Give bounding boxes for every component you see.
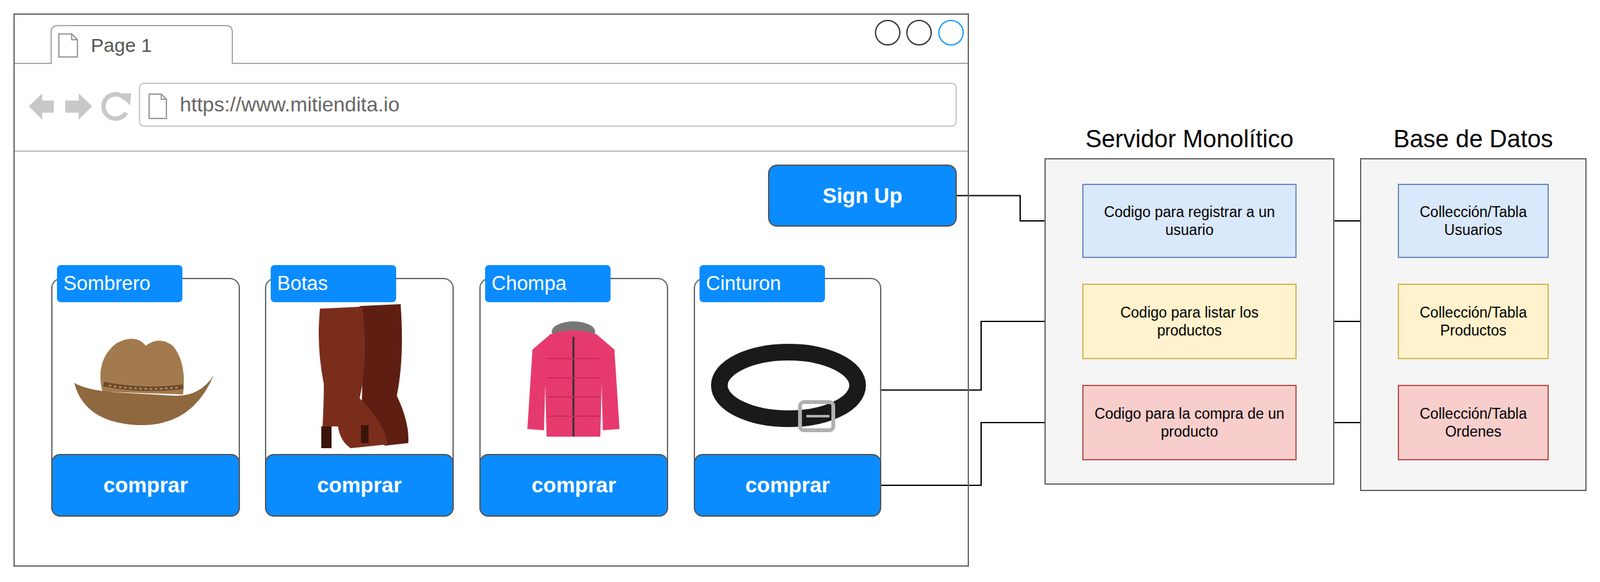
box-text: Codigo para la compra de un producto (1093, 404, 1286, 441)
belt-illustration (719, 352, 858, 431)
code-box: Codigo para la compra de un producto (1082, 384, 1297, 461)
heading-text: Chompa (485, 264, 611, 303)
buy-button: comprar (693, 453, 882, 517)
box-text: comprar (531, 472, 616, 498)
buy-button: comprar (479, 453, 669, 517)
address-bar: https://www.mitiendita.io (138, 82, 957, 127)
database-group: Base de DatosCollección/Tabla UsuariosCo… (1360, 158, 1587, 491)
box-text: Collección/Tabla Ordenes (1409, 404, 1538, 441)
toolbar-line (13, 150, 969, 152)
window-button (938, 20, 964, 45)
page-icon (58, 33, 78, 57)
product-card: Botascomprar (264, 277, 454, 517)
heading-text: Sombrero (56, 264, 183, 303)
heading-text: Cinturon (699, 264, 825, 303)
window-button (875, 20, 900, 45)
tab-outline (13, 25, 969, 64)
code-box: Codigo para listar los productos (1082, 283, 1297, 360)
boots-illustration (318, 304, 409, 448)
server-group: Servidor MonolíticoCodigo para registrar… (1044, 158, 1335, 485)
table-box: Collección/Tabla Productos (1397, 283, 1549, 360)
box-text: comprar (103, 472, 188, 498)
signup-button: Sign Up (768, 164, 957, 227)
back-arrow (28, 93, 54, 120)
product-card: Chompacomprar (479, 277, 669, 517)
table-box: Collección/Tabla Ordenes (1397, 384, 1549, 461)
heading-text: Base de Datos (1335, 124, 1600, 154)
browser-window: Page 1 https://www.mitiendita.ioSign Up So… (13, 13, 969, 567)
buy-button: comprar (264, 453, 454, 517)
box-text: Codigo para registrar a un usuario (1093, 202, 1286, 239)
box-text: Collección/Tabla Productos (1409, 303, 1538, 340)
window-button (906, 20, 932, 45)
page-icon (149, 94, 167, 119)
jacket-illustration (527, 321, 620, 437)
code-box: Codigo para registrar a un usuario (1082, 183, 1297, 258)
forward-arrow (65, 93, 93, 120)
refresh-icon (103, 94, 127, 119)
box-text: https://www.mitiendita.io (179, 92, 400, 117)
box-text: comprar (316, 472, 402, 498)
box-text: Codigo para listar los productos (1093, 303, 1286, 340)
product-card: Sombrerocomprar (51, 277, 240, 517)
refresh-icon (119, 93, 132, 106)
hat-illustration (74, 338, 214, 425)
box-text: comprar (744, 472, 830, 498)
box-text: Collección/Tabla Usuarios (1409, 202, 1538, 239)
box-text: Sign Up (822, 183, 903, 208)
table-box: Collección/Tabla Usuarios (1397, 183, 1549, 258)
heading-text: Page 1 (90, 33, 152, 57)
heading-text: Servidor Monolítico (1020, 124, 1359, 154)
heading-text: Botas (270, 264, 397, 303)
product-card: Cinturoncomprar (693, 277, 882, 517)
buy-button: comprar (51, 453, 240, 517)
